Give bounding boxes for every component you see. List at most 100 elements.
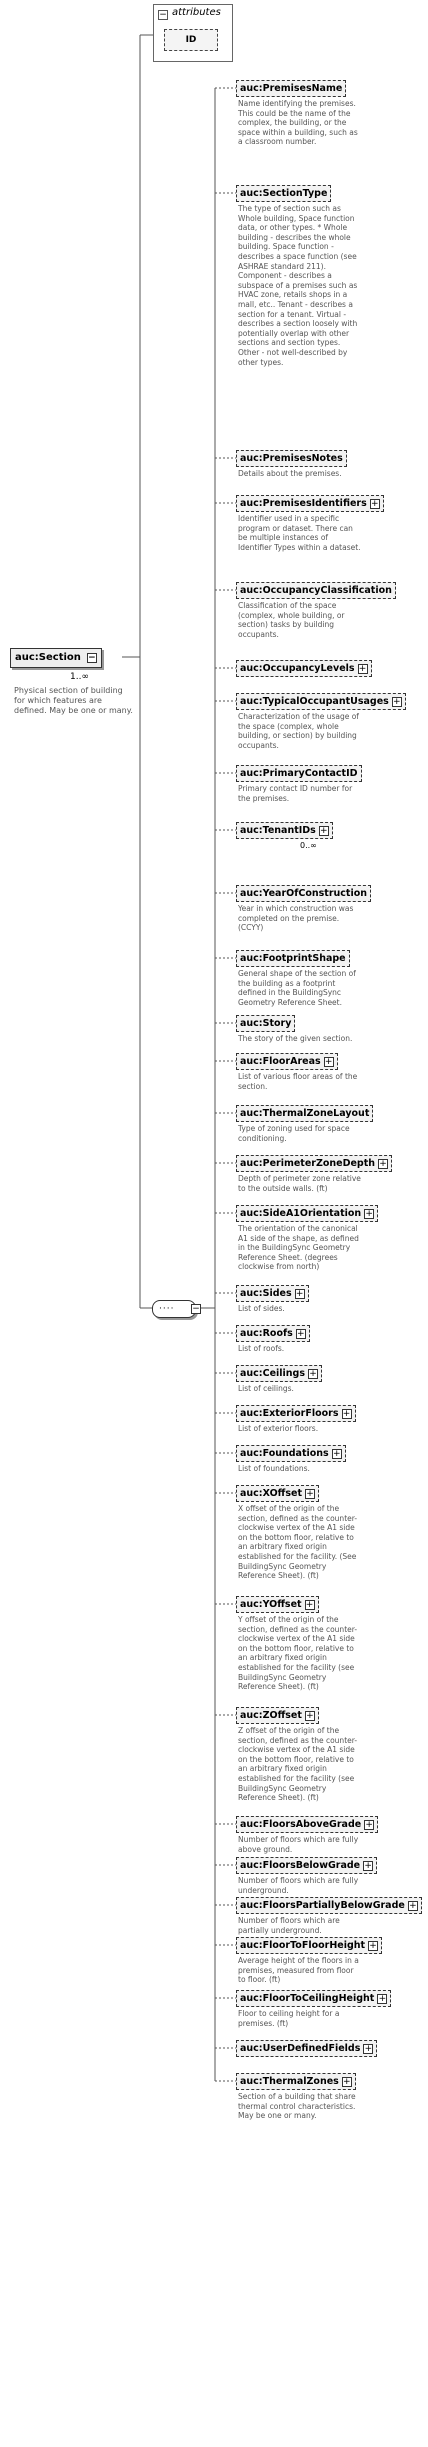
element-description: X offset of the origin of the section, d… (238, 1504, 358, 1581)
element-description: Average height of the floors in a premis… (238, 1956, 359, 1985)
element-occurrence: 0..∞ (300, 841, 317, 850)
section-description: Physical section of building for which f… (14, 686, 133, 715)
expand-icon[interactable]: + (377, 1994, 388, 2004)
section-occurrence: 1..∞ (70, 672, 89, 682)
element-name: auc:FootprintShape (240, 953, 346, 964)
collapse-icon[interactable]: − (191, 1304, 201, 1314)
element-thermalzonelayout[interactable]: auc:ThermalZoneLayout (236, 1105, 374, 1122)
element-name: auc:Roofs (240, 1328, 293, 1339)
element-description: Primary contact ID number for the premis… (238, 784, 353, 803)
element-description: General shape of the section of the buil… (238, 969, 356, 1007)
expand-icon[interactable]: + (357, 664, 368, 674)
expand-icon[interactable]: + (323, 1057, 334, 1067)
element-story[interactable]: auc:Story (236, 1015, 296, 1032)
expand-icon[interactable]: + (368, 1941, 379, 1951)
attributes-group: − attributes ID (153, 4, 233, 62)
expand-icon[interactable]: + (378, 1159, 389, 1169)
collapse-icon[interactable]: − (158, 10, 168, 20)
expand-icon[interactable]: + (341, 1409, 352, 1419)
element-name: auc:Story (240, 1018, 292, 1029)
element-thermalzones[interactable]: auc:ThermalZones+ (236, 2073, 356, 2090)
element-description: List of roofs. (238, 1344, 285, 1353)
element-name: auc:PremisesIdentifiers (240, 498, 367, 509)
expand-icon[interactable]: + (341, 2077, 352, 2087)
element-description: List of ceilings. (238, 1384, 294, 1393)
expand-icon[interactable]: + (304, 1600, 315, 1610)
element-floorsbelowgrade[interactable]: auc:FloorsBelowGrade+ (236, 1857, 378, 1874)
element-premisesnotes[interactable]: auc:PremisesNotes (236, 450, 347, 467)
expand-icon[interactable]: + (363, 1861, 374, 1871)
element-description: The orientation of the canonical A1 side… (238, 1224, 359, 1272)
element-zoffset[interactable]: auc:ZOffset+ (236, 1707, 319, 1724)
expand-icon[interactable]: + (363, 2044, 374, 2054)
element-description: Y offset of the origin of the section, d… (238, 1615, 358, 1692)
element-name: auc:SideA1Orientation (240, 1208, 362, 1219)
element-primarycontactid[interactable]: auc:PrimaryContactID (236, 765, 362, 782)
element-name: auc:YearOfConstruction (240, 888, 367, 899)
element-yearofconstruction[interactable]: auc:YearOfConstruction (236, 885, 371, 902)
element-description: Identifier used in a specific program or… (238, 514, 361, 552)
element-name: auc:TypicalOccupantUsages (240, 696, 389, 707)
element-ceilings[interactable]: auc:Ceilings+ (236, 1365, 323, 1382)
element-xoffset[interactable]: auc:XOffset+ (236, 1485, 320, 1502)
element-sides[interactable]: auc:Sides+ (236, 1285, 309, 1302)
expand-icon[interactable]: + (305, 1489, 316, 1499)
element-occupancylevels[interactable]: auc:OccupancyLevels+ (236, 660, 372, 677)
attribute-id[interactable]: ID (164, 29, 218, 51)
element-description: Number of floors which are fully above g… (238, 1835, 359, 1854)
element-name: auc:XOffset (240, 1488, 303, 1499)
expand-icon[interactable]: + (304, 1711, 315, 1721)
element-roofs[interactable]: auc:Roofs+ (236, 1325, 310, 1342)
element-description: List of sides. (238, 1304, 285, 1313)
element-floortofloorheight[interactable]: auc:FloorToFloorHeight+ (236, 1937, 383, 1954)
element-foundations[interactable]: auc:Foundations+ (236, 1445, 346, 1462)
expand-icon[interactable]: + (294, 1289, 305, 1299)
element-description: Year in which construction was completed… (238, 904, 354, 933)
element-sidea1orientation[interactable]: auc:SideA1Orientation+ (236, 1205, 379, 1222)
element-occupancyclassification[interactable]: auc:OccupancyClassification (236, 582, 396, 599)
element-description: Name identifying the premises. This coul… (238, 99, 358, 147)
element-name: auc:PremisesName (240, 83, 343, 94)
element-premisesname[interactable]: auc:PremisesName (236, 80, 347, 97)
expand-icon[interactable]: + (369, 499, 380, 509)
element-premisesidentifiers[interactable]: auc:PremisesIdentifiers+ (236, 495, 384, 512)
element-sectiontype[interactable]: auc:SectionType (236, 185, 332, 202)
element-description: Depth of perimeter zone relative to the … (238, 1174, 361, 1193)
element-description: The story of the given section. (238, 1034, 353, 1043)
element-floorsabovegrade[interactable]: auc:FloorsAboveGrade+ (236, 1816, 379, 1833)
element-floorspartiallybelowgrade[interactable]: auc:FloorsPartiallyBelowGrade+ (236, 1897, 422, 1914)
collapse-icon[interactable]: − (86, 653, 97, 663)
element-footprintshape[interactable]: auc:FootprintShape (236, 950, 350, 967)
element-userdefinedfields[interactable]: auc:UserDefinedFields+ (236, 2040, 378, 2057)
element-name: auc:FloorToCeilingHeight (240, 1993, 375, 2004)
element-description: Classification of the space (complex, wh… (238, 601, 345, 639)
element-description: Z offset of the origin of the section, d… (238, 1726, 358, 1803)
element-description: Number of floors which are fully undergr… (238, 1876, 359, 1895)
expand-icon[interactable]: + (407, 1901, 418, 1911)
expand-icon[interactable]: + (391, 697, 402, 707)
expand-icon[interactable]: + (364, 1820, 375, 1830)
element-exteriorfloors[interactable]: auc:ExteriorFloors+ (236, 1405, 356, 1422)
section-element[interactable]: auc:Section − (10, 648, 102, 668)
element-name: auc:ZOffset (240, 1710, 302, 1721)
element-yoffset[interactable]: auc:YOffset+ (236, 1596, 319, 1613)
element-name: auc:Sides (240, 1288, 292, 1299)
element-description: Details about the premises. (238, 469, 342, 478)
element-tenantids[interactable]: auc:TenantIDs+ (236, 822, 333, 839)
element-description: Characterization of the usage of the spa… (238, 712, 359, 750)
element-name: auc:OccupancyClassification (240, 585, 392, 596)
element-floorareas[interactable]: auc:FloorAreas+ (236, 1053, 338, 1070)
element-name: auc:SectionType (240, 188, 328, 199)
expand-icon[interactable]: + (308, 1369, 319, 1379)
element-description: Floor to ceiling height for a premises. … (238, 2009, 340, 2028)
expand-icon[interactable]: + (318, 826, 329, 836)
element-perimeterzonedepth[interactable]: auc:PerimeterZoneDepth+ (236, 1155, 393, 1172)
element-floortoceilingheight[interactable]: auc:FloorToCeilingHeight+ (236, 1990, 392, 2007)
sequence-compositor[interactable]: ···· − (152, 1300, 201, 1318)
element-name: auc:FloorAreas (240, 1056, 321, 1067)
element-typicaloccupantusages[interactable]: auc:TypicalOccupantUsages+ (236, 693, 406, 710)
expand-icon[interactable]: + (364, 1209, 375, 1219)
expand-icon[interactable]: + (295, 1329, 306, 1339)
element-description: Section of a building that share thermal… (238, 2092, 356, 2121)
expand-icon[interactable]: + (331, 1449, 342, 1459)
